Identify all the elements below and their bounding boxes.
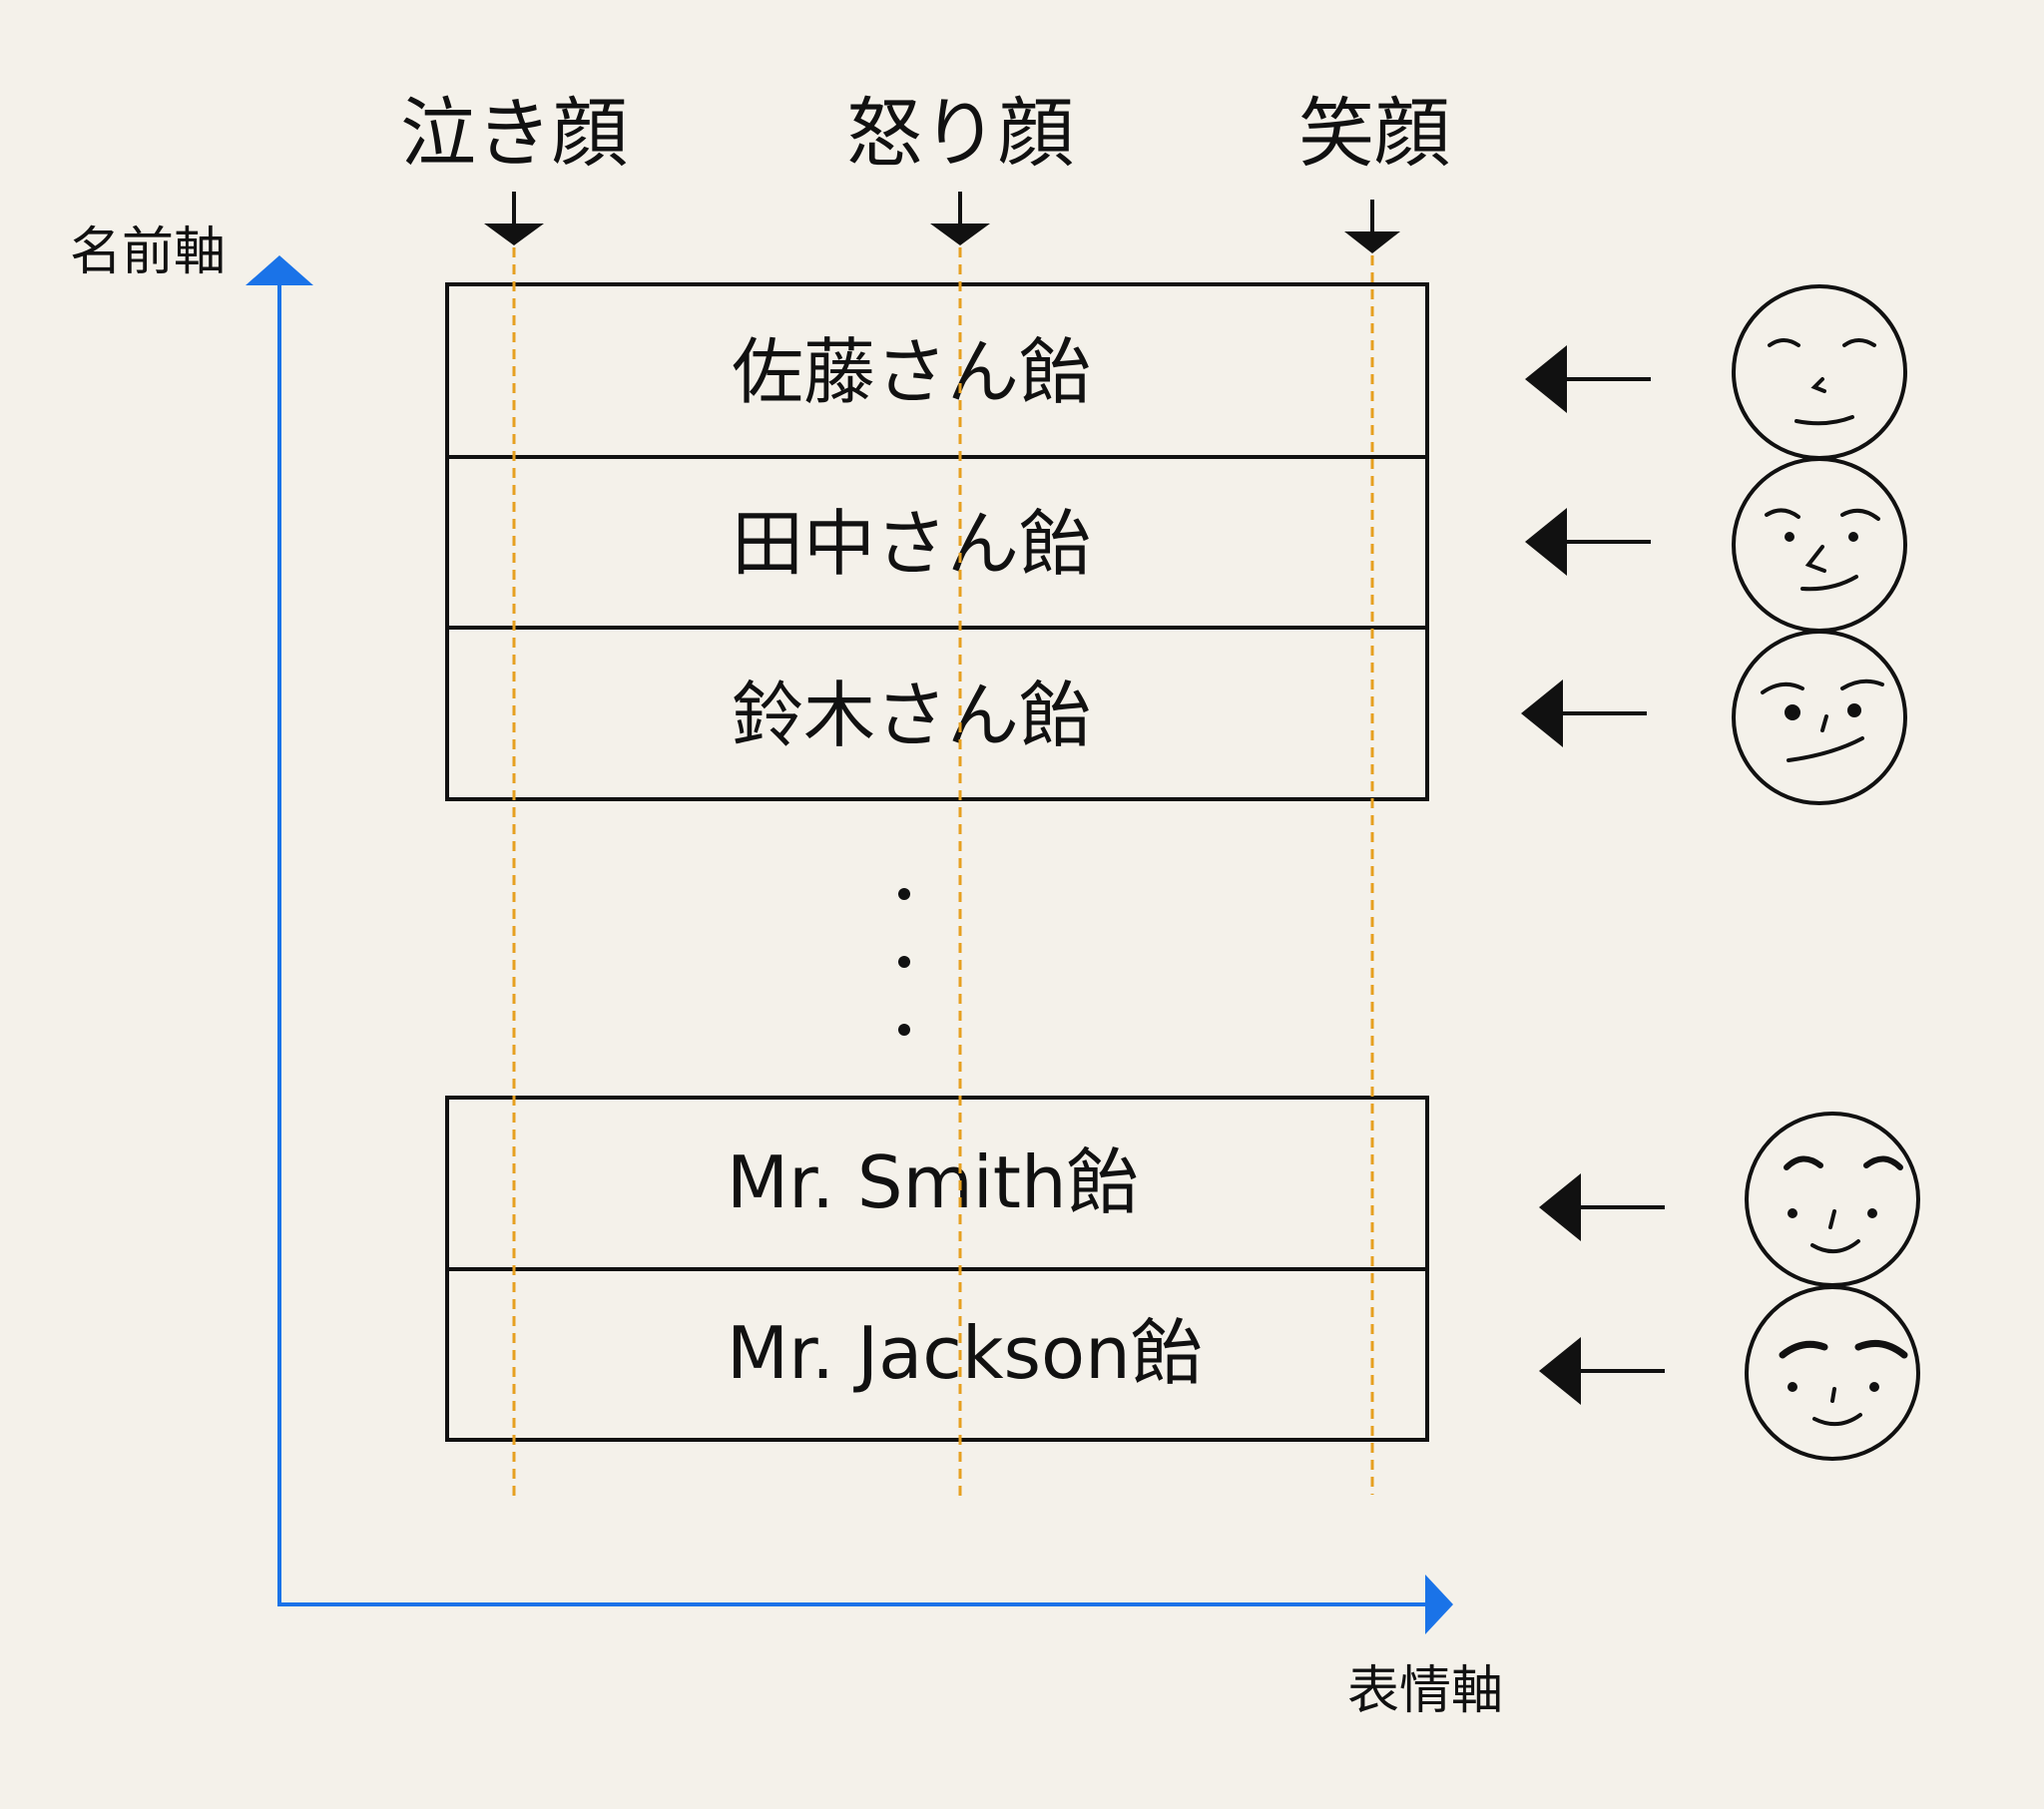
name-table-bottom	[445, 1096, 1429, 1442]
left-arrow-icon	[1539, 1173, 1665, 1241]
guide-lines	[512, 247, 1374, 1503]
horizontal-axis-arrowhead	[1425, 1575, 1453, 1634]
row-label-suzuki: 鈴木さん飴	[732, 674, 1091, 757]
vertical-ellipsis	[898, 888, 910, 1036]
down-arrow-icon	[930, 192, 990, 245]
name-table-top	[445, 282, 1429, 801]
left-arrow-icon	[1525, 508, 1651, 576]
left-arrow-icon	[1521, 679, 1647, 747]
down-arrow-icon	[484, 192, 544, 245]
column-label-angry: 怒り顔	[846, 89, 1074, 178]
faces	[1732, 284, 1920, 1461]
row-label-smith: Mr. Smith飴	[727, 1140, 1139, 1224]
axes: 名前軸 表情軸	[70, 223, 1503, 1721]
column-headers: 泣き顔 怒り顔 笑顔	[400, 89, 1450, 253]
vertical-axis-arrowhead	[246, 255, 313, 285]
left-arrow-icon	[1525, 345, 1651, 413]
row-label-tanaka: 田中さん飴	[732, 502, 1091, 586]
face-sato-icon	[1732, 284, 1907, 460]
face-suzuki-icon	[1732, 630, 1907, 805]
column-label-crying: 泣き顔	[400, 89, 628, 178]
row-label-jackson: Mr. Jackson飴	[727, 1311, 1203, 1395]
row-label-sato: 佐藤さん飴	[732, 330, 1091, 414]
face-jackson-icon	[1745, 1285, 1920, 1461]
mapping-arrows	[1521, 345, 1665, 1405]
horizontal-axis-label: 表情軸	[1347, 1661, 1503, 1721]
left-arrow-icon	[1539, 1337, 1665, 1405]
column-label-smile: 笑顔	[1298, 89, 1450, 178]
row-labels: 佐藤さん飴 田中さん飴 鈴木さん飴 Mr. Smith飴 Mr. Jackson…	[727, 330, 1203, 1395]
face-tanaka-icon	[1732, 457, 1907, 633]
face-smith-icon	[1745, 1112, 1920, 1287]
vertical-axis-label: 名前軸	[70, 223, 226, 282]
down-arrow-icon	[1344, 200, 1400, 253]
